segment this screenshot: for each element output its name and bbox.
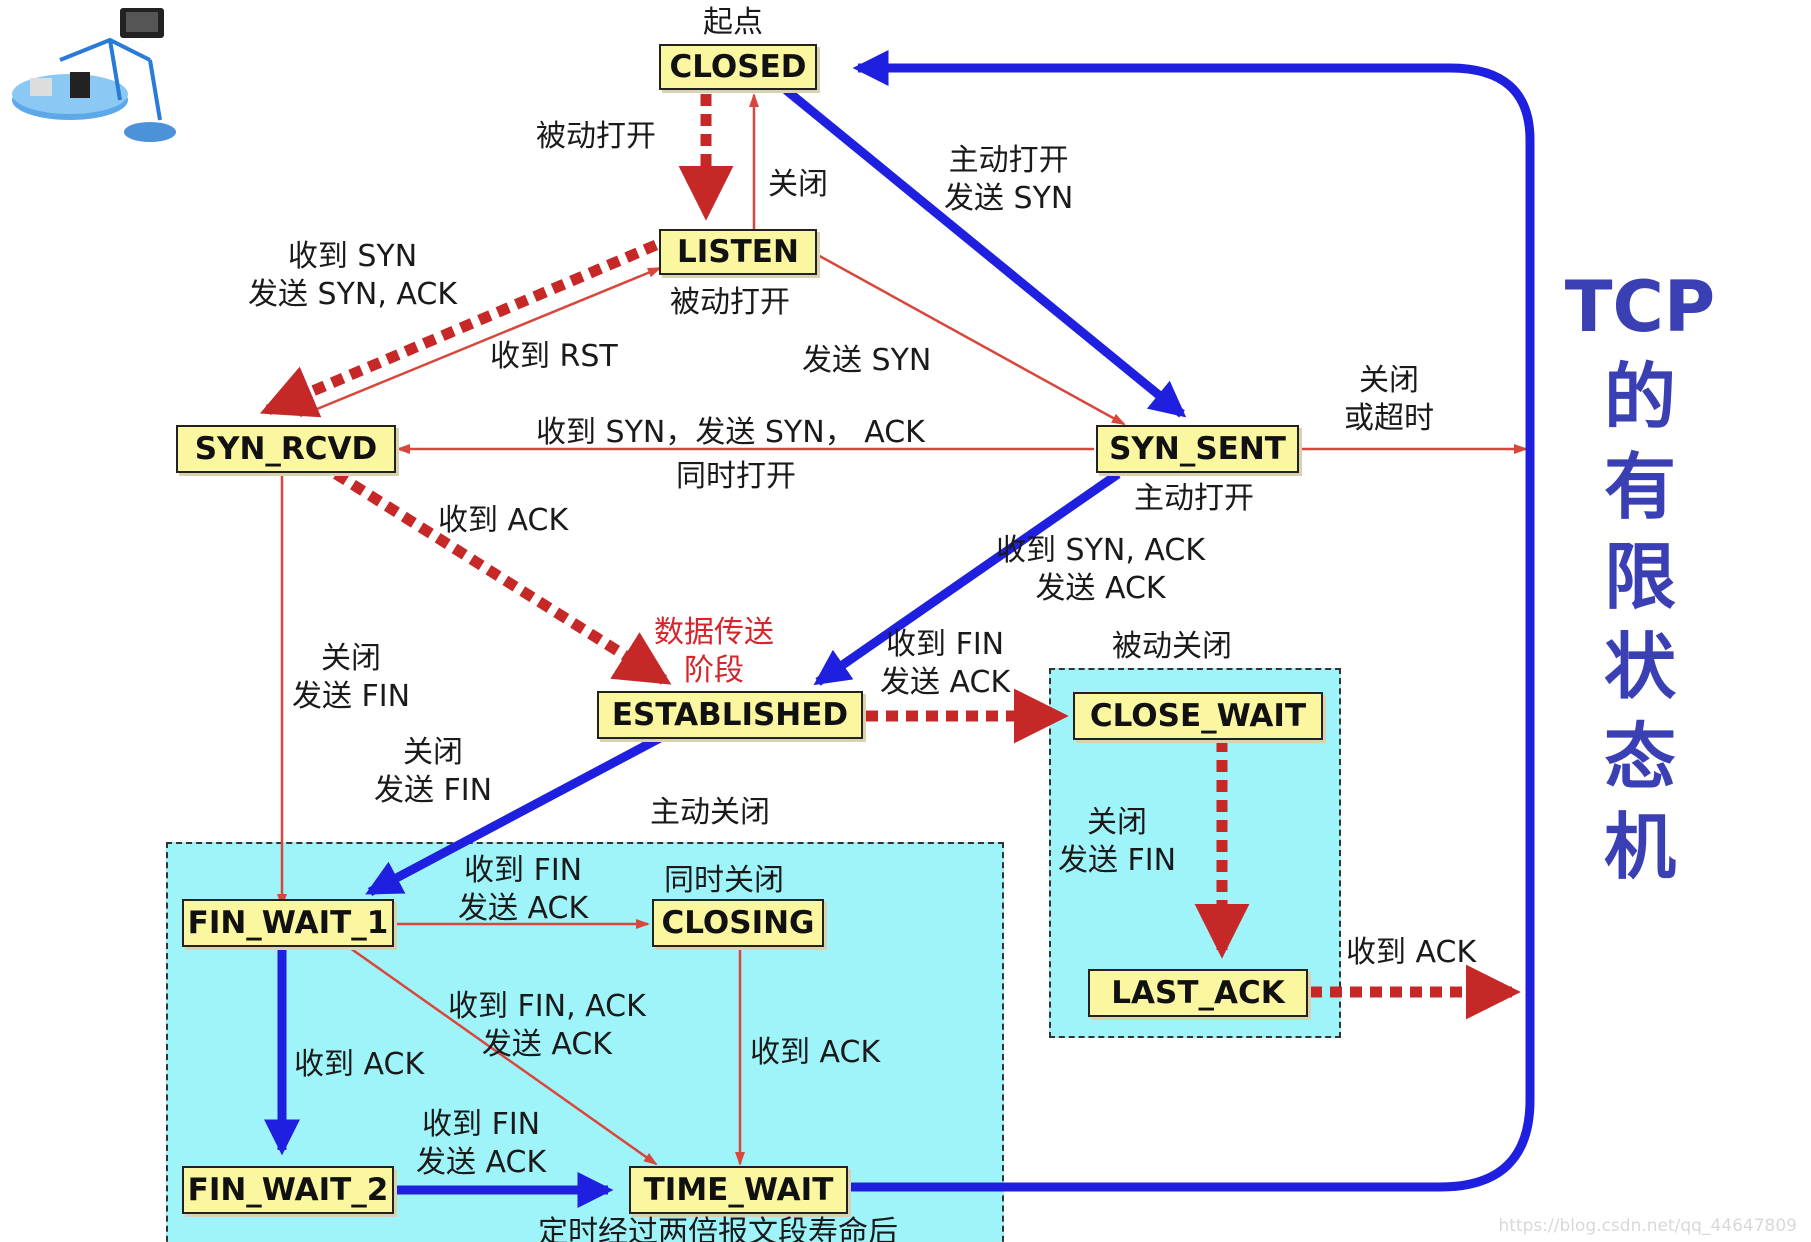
state-syn-rcvd: SYN_RCVD	[176, 425, 396, 473]
label-close-1: 关闭	[768, 167, 828, 202]
state-fin-wait-2: FIN_WAIT_2	[182, 1166, 394, 1214]
label-close-send-fin-3: 关闭 发送 FIN	[1058, 805, 1177, 878]
label-recv-syn-send-synack: 收到 SYN 发送 SYN, ACK	[248, 239, 458, 312]
label-recv-fin-send-ack-1: 收到 FIN 发送 ACK	[880, 627, 1011, 700]
label-send-syn: 发送 SYN	[802, 343, 932, 378]
label-close-send-fin-2: 关闭 发送 FIN	[374, 735, 493, 808]
arrow-time-wait-to-closed	[850, 50, 1535, 1192]
title-char: 机	[1603, 805, 1676, 889]
label-simultaneous-open: 同时打开	[676, 459, 796, 494]
label-simultaneous-syn: 收到 SYN，发送 SYN， ACK	[536, 415, 925, 450]
label-recv-ack-1: 收到 ACK	[438, 503, 569, 538]
state-last-ack: LAST_ACK	[1088, 969, 1308, 1017]
label-recv-ack-3: 收到 ACK	[294, 1047, 425, 1082]
label-simultaneous-close: 同时关闭	[664, 863, 784, 898]
state-close-wait: CLOSE_WAIT	[1073, 692, 1323, 740]
arrow-fin-wait-1-to-time-wait	[349, 946, 658, 1166]
arrow-listen-to-syn-rcvd	[259, 239, 659, 418]
state-time-wait: TIME_WAIT	[629, 1166, 848, 1214]
state-closing: CLOSING	[652, 899, 824, 947]
title-char: 态	[1603, 715, 1676, 799]
state-fin-wait-1: FIN_WAIT_1	[182, 899, 394, 947]
state-closed: CLOSED	[659, 44, 817, 90]
label-passive-close: 被动关闭	[1112, 629, 1232, 664]
label-active-open-send-syn: 主动打开 发送 SYN	[944, 143, 1074, 216]
label-active-open-2: 主动打开	[1134, 481, 1254, 516]
arrow-established-to-fin-wait-1	[365, 734, 663, 896]
state-listen: LISTEN	[659, 229, 817, 275]
watermark: https://blog.csdn.net/qq_44647809	[1498, 1216, 1797, 1236]
label-recv-ack-4: 收到 ACK	[750, 1035, 881, 1070]
state-syn-sent: SYN_SENT	[1096, 425, 1299, 473]
diagram-title: TCP 的 有 限 状 态 机	[1560, 262, 1720, 892]
arrow-syn-rcvd-to-established	[333, 469, 672, 685]
title-char: 的	[1603, 355, 1676, 439]
label-recv-rst: 收到 RST	[490, 339, 618, 374]
title-char: 限	[1603, 535, 1676, 619]
label-data-phase: 数据传送 阶段	[654, 615, 774, 688]
network-icon	[12, 8, 176, 142]
label-start: 起点	[703, 5, 763, 40]
arrow-listen-to-syn-sent	[815, 252, 1126, 426]
arrow-closed-to-syn-sent	[783, 86, 1187, 418]
label-close-send-fin-1: 关闭 发送 FIN	[292, 641, 411, 714]
label-passive-open-1: 被动打开	[536, 119, 656, 154]
label-recv-fin-send-ack-2: 收到 FIN 发送 ACK	[458, 853, 589, 926]
label-recv-fin-send-ack-3: 收到 FIN 发送 ACK	[416, 1107, 547, 1180]
label-recv-synack-send-ack: 收到 SYN, ACK 发送 ACK	[996, 533, 1206, 606]
label-passive-open-2: 被动打开	[670, 285, 790, 320]
title-char: 状	[1603, 625, 1676, 709]
state-established: ESTABLISHED	[597, 691, 863, 739]
label-close-or-timeout: 关闭 或超时	[1344, 363, 1434, 436]
label-recv-ack-2: 收到 ACK	[1346, 935, 1477, 970]
title-char: 有	[1603, 445, 1676, 529]
arrow-syn-sent-to-established	[813, 470, 1121, 686]
label-active-close: 主动关闭	[650, 795, 770, 830]
label-recv-finack-send-ack: 收到 FIN, ACK 发送 ACK	[448, 989, 646, 1062]
arrow-syn-rcvd-to-listen-rst	[299, 266, 662, 418]
label-timeout-note: 定时经过两倍报文段寿命后	[538, 1215, 898, 1242]
